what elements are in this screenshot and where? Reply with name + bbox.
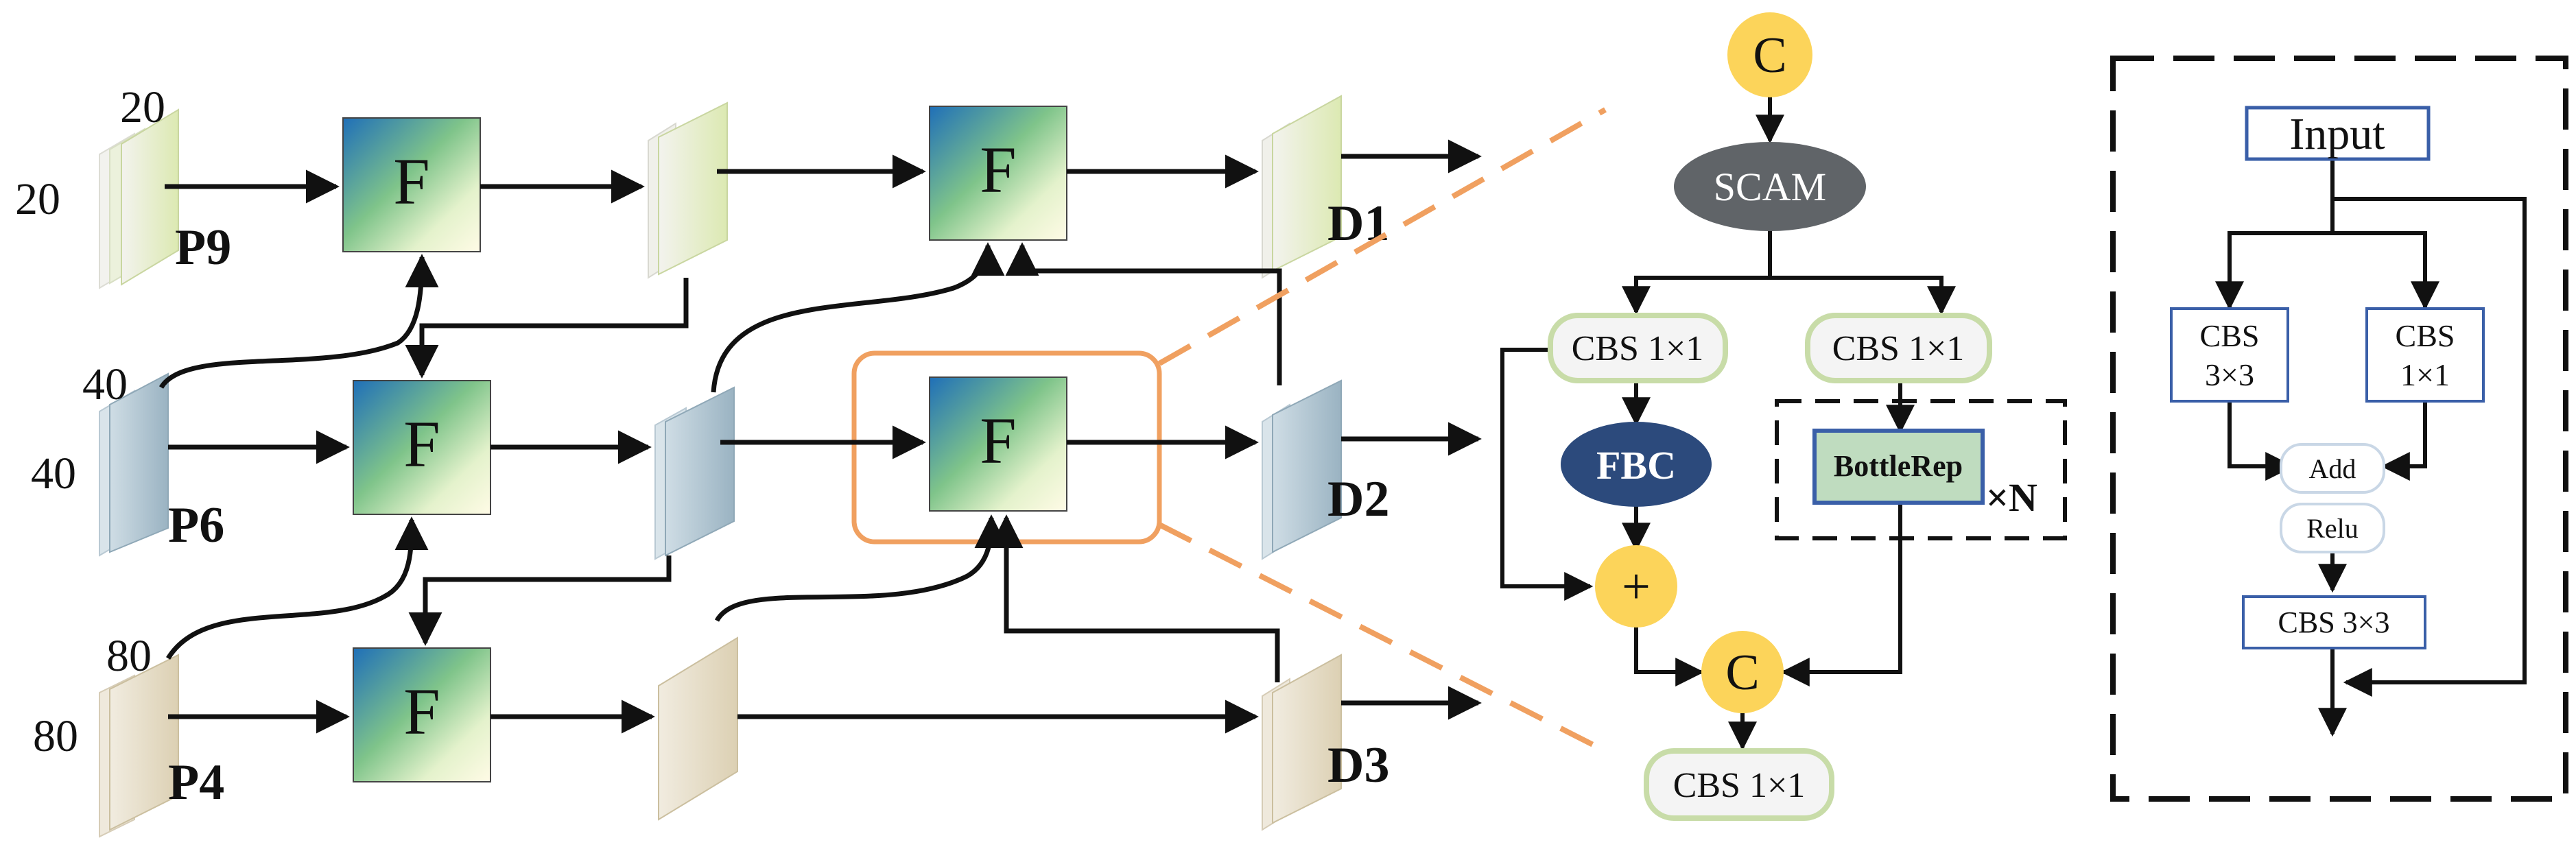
p6-size-left: 40 bbox=[31, 449, 76, 499]
concat-circle-bottom bbox=[1701, 631, 1784, 713]
cbs1x1-branch-node bbox=[2365, 307, 2485, 403]
feature-stack-d3 bbox=[1262, 654, 1342, 831]
bottlerep-connections bbox=[2215, 159, 2527, 737]
p9-size-top: 20 bbox=[120, 82, 165, 132]
svg-text:1×1: 1×1 bbox=[2400, 357, 2450, 392]
feature-stack-p6-input bbox=[99, 372, 169, 557]
feature-stack-d2 bbox=[1262, 379, 1342, 560]
p9-size-left: 20 bbox=[15, 174, 60, 224]
cbs-left-node bbox=[1548, 313, 1728, 383]
svg-text:FBC: FBC bbox=[1596, 443, 1676, 488]
svg-text:CBS 1×1: CBS 1×1 bbox=[1832, 329, 1965, 368]
fusion-detail: C SCAM CBS 1×1 CBS 1×1 FBC + BottleRep ×… bbox=[1500, 12, 2067, 821]
svg-text:F: F bbox=[980, 133, 1016, 206]
relu-node bbox=[2280, 503, 2385, 553]
fusion-block-5: F bbox=[353, 647, 491, 782]
svg-text:F: F bbox=[403, 407, 440, 481]
bottlerep-detail-frame bbox=[2110, 56, 2568, 802]
svg-text:F: F bbox=[393, 145, 429, 218]
svg-text:C: C bbox=[1725, 645, 1759, 701]
feature-stack-p4-input bbox=[99, 654, 179, 838]
p6-size-top: 40 bbox=[82, 359, 128, 409]
feature-stack-p4-mid bbox=[658, 636, 738, 821]
fusion-block-1: F bbox=[342, 117, 481, 252]
cbs3x3-branch-node bbox=[2170, 307, 2289, 403]
zoom-lines bbox=[1158, 107, 1607, 754]
add-circle bbox=[1595, 545, 1677, 627]
svg-text:CBS: CBS bbox=[2396, 318, 2455, 353]
feature-stack-p6-mid bbox=[654, 386, 735, 560]
fbc-node bbox=[1561, 422, 1712, 507]
fusion-block-3: F bbox=[353, 380, 491, 515]
feature-stack-p9-mid bbox=[648, 101, 728, 279]
d2-label: D2 bbox=[1327, 471, 1389, 527]
cbs-right-node bbox=[1805, 313, 1992, 383]
neck-connections bbox=[158, 139, 1482, 734]
d1-label: D1 bbox=[1327, 195, 1389, 252]
svg-text:SCAM: SCAM bbox=[1714, 165, 1826, 209]
svg-text:F: F bbox=[403, 675, 440, 748]
add-node bbox=[2280, 443, 2385, 494]
scam-node bbox=[1674, 142, 1866, 231]
p4-size-left: 80 bbox=[33, 711, 78, 761]
svg-text:BottleRep: BottleRep bbox=[1834, 449, 1963, 483]
p6-label: P6 bbox=[168, 497, 224, 553]
svg-text:3×3: 3×3 bbox=[2205, 357, 2254, 392]
d3-label: D3 bbox=[1327, 737, 1389, 793]
svg-text:CBS 1×1: CBS 1×1 bbox=[1572, 329, 1704, 368]
feature-stack-d1 bbox=[1262, 95, 1342, 279]
detail-connections bbox=[1500, 93, 1956, 751]
fusion-block-4-highlighted: F bbox=[929, 376, 1067, 512]
svg-text:+: + bbox=[1622, 559, 1651, 615]
cbs-output-node bbox=[1644, 748, 1834, 821]
cbs3x3-output-node bbox=[2242, 595, 2426, 649]
bottlerep-node bbox=[1812, 429, 1985, 505]
concat-circle-top bbox=[1727, 12, 1812, 97]
svg-text:F: F bbox=[980, 404, 1016, 477]
svg-text:Add: Add bbox=[2309, 453, 2356, 484]
feature-stack-p9-input bbox=[99, 108, 179, 289]
p4-size-top: 80 bbox=[106, 631, 152, 681]
svg-text:CBS 1×1: CBS 1×1 bbox=[1673, 766, 1806, 805]
bottlerep-detail: Input CBS 3×3 CBS 1×1 Add Relu CBS 3×3 bbox=[2110, 56, 2568, 802]
bottlerep-repeat-box bbox=[1775, 399, 2067, 540]
svg-text:CBS 3×3: CBS 3×3 bbox=[2278, 606, 2390, 639]
fusion-block-2: F bbox=[929, 106, 1067, 241]
svg-text:CBS: CBS bbox=[2200, 318, 2260, 353]
svg-text:Relu: Relu bbox=[2306, 513, 2359, 544]
neck-network: F F F F F bbox=[15, 82, 1482, 838]
p4-label: P4 bbox=[168, 754, 224, 811]
svg-text:Input: Input bbox=[2289, 109, 2385, 159]
svg-text:C: C bbox=[1753, 27, 1786, 84]
repeat-label: ×N bbox=[1986, 475, 2037, 520]
input-node bbox=[2245, 106, 2431, 161]
p9-label: P9 bbox=[175, 219, 231, 276]
